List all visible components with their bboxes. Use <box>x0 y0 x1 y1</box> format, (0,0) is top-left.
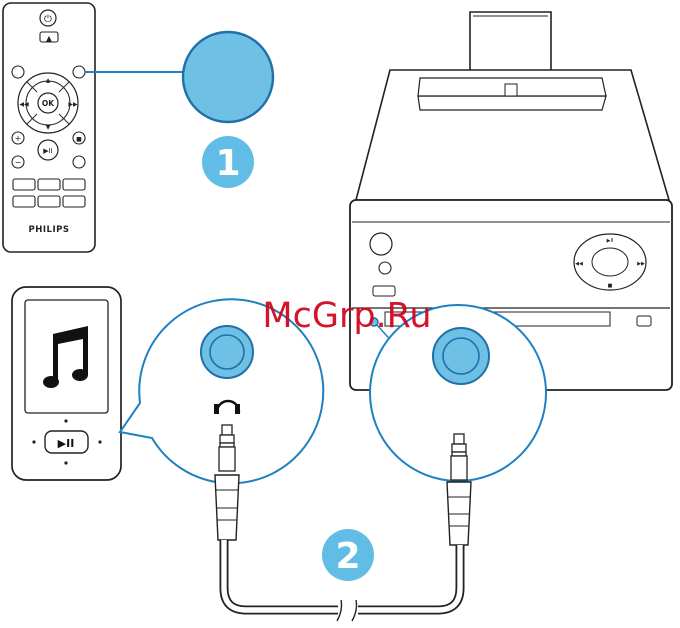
unit-power-knob <box>370 233 392 255</box>
remote-button-callout <box>183 32 273 122</box>
eject-icon: ▲ <box>46 34 53 43</box>
remote-stop-button: ■ <box>73 132 85 144</box>
svg-text:▲: ▲ <box>46 77 51 84</box>
unit-eject-button <box>637 316 651 326</box>
power-icon: ⏻ <box>44 14 52 25</box>
play-pause-icon: ▶II <box>58 437 75 450</box>
svg-text:▶▶: ▶▶ <box>68 101 78 108</box>
remote-control: ⏻ ▲ ▲ ▼ ◀◀ ▶▶ OK + <box>3 3 95 252</box>
step-2-badge: 2 <box>322 529 374 581</box>
step-2-label: 2 <box>335 536 360 577</box>
svg-text:▶II: ▶II <box>607 238 614 244</box>
portable-player: ▶II <box>12 287 121 480</box>
svg-text:−: − <box>15 158 22 167</box>
unit-small-button <box>379 262 391 274</box>
svg-text:+: + <box>15 134 22 143</box>
ok-label: OK <box>42 99 55 108</box>
unit-usb-port <box>373 286 395 296</box>
remote-left-top-button <box>12 66 24 78</box>
svg-text:■: ■ <box>608 283 613 289</box>
svg-text:◀◀: ◀◀ <box>19 101 29 108</box>
unit-control-wheel: ▶II ■ ◀◀ ▶▶ <box>574 234 646 290</box>
eject-button: ▲ <box>40 32 58 43</box>
remote-nav-ring: ▲ ▼ ◀◀ ▶▶ OK <box>18 73 78 133</box>
remote-plus-button: + <box>12 132 24 144</box>
remote-brand-label: PHILIPS <box>29 225 70 235</box>
player-screen <box>25 300 108 413</box>
step-1-badge: 1 <box>202 136 254 188</box>
remote-minus-button: − <box>12 156 24 168</box>
step-1-label: 1 <box>215 143 240 184</box>
remote-right-top-button <box>73 66 85 78</box>
power-button: ⏻ <box>40 10 56 26</box>
stop-icon: ■ <box>76 136 82 143</box>
svg-text:▶▶: ▶▶ <box>637 261 645 267</box>
remote-right-lower-button <box>73 156 85 168</box>
play-pause-icon: ▶II <box>43 147 53 155</box>
player-play-button: ▶II <box>45 431 88 453</box>
watermark-text: McGrp.Ru <box>262 296 431 336</box>
svg-text:◀◀: ◀◀ <box>575 261 583 267</box>
remote-play-button: ▶II <box>38 140 58 160</box>
svg-text:▼: ▼ <box>46 124 51 131</box>
